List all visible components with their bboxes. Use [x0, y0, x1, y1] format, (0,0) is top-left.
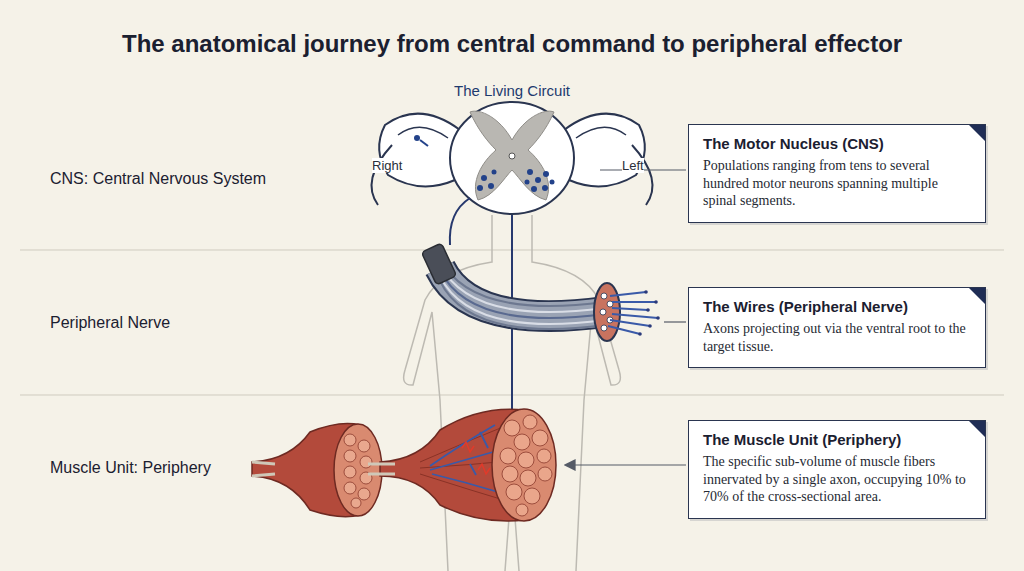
peripheral-nerve — [421, 243, 659, 341]
callout-body: The specific sub-volume of muscle fibers… — [703, 453, 971, 506]
ventral-root — [450, 198, 470, 245]
side-label: Left — [622, 158, 644, 173]
row-label: Peripheral Nerve — [50, 314, 170, 332]
muscle — [252, 409, 556, 521]
corner-tab — [969, 421, 985, 437]
corner-tab — [969, 125, 985, 141]
callout-body: Axons projecting out via the ventral roo… — [703, 320, 971, 355]
callout-heading: The Motor Nucleus (CNS) — [703, 135, 971, 152]
leader-arrow — [566, 464, 686, 465]
callout-box: The Muscle Unit (Periphery) The specific … — [688, 420, 986, 519]
row-label: CNS: Central Nervous System — [50, 170, 266, 188]
callout-body: Populations ranging from tens to several… — [703, 157, 971, 210]
figure-subtitle: The Living Circuit — [454, 82, 570, 99]
callout-box: The Wires (Peripheral Nerve) Axons projec… — [688, 287, 986, 368]
callout-heading: The Muscle Unit (Periphery) — [703, 431, 971, 448]
callout-box: The Motor Nucleus (CNS) Populations rangi… — [688, 124, 986, 223]
side-label: Right — [372, 158, 402, 173]
spinal-cord — [372, 102, 653, 214]
diagram-title: The anatomical journey from central comm… — [122, 30, 902, 58]
corner-tab — [969, 288, 985, 304]
leader-line — [664, 321, 686, 322]
callout-heading: The Wires (Peripheral Nerve) — [703, 298, 971, 315]
row-label: Muscle Unit: Periphery — [50, 459, 211, 477]
